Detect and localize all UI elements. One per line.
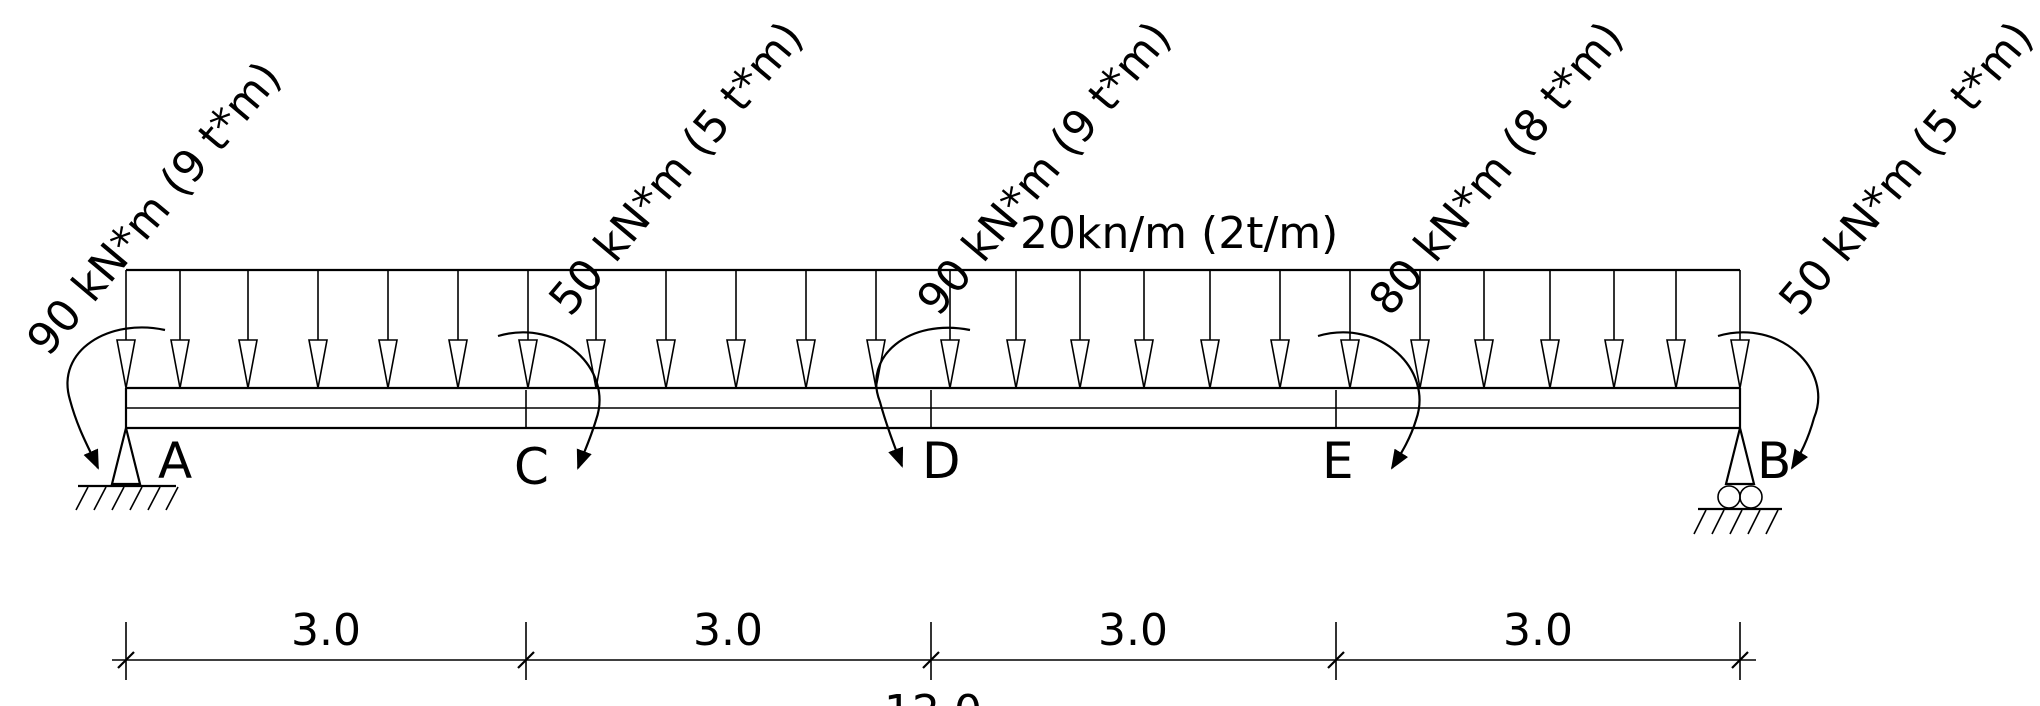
dimension-total: 12.0	[884, 686, 982, 706]
moment-arrow-d	[875, 326, 971, 468]
moment-label-b: 50 kN*m (5 t*m)	[1769, 12, 2040, 325]
load-arrow-head	[1270, 339, 1290, 389]
roller-support-b	[1693, 427, 1782, 535]
moment-label-c: 50 kN*m (5 t*m)	[539, 12, 813, 325]
point-label-c: C	[514, 438, 549, 496]
load-arrow-head	[1730, 339, 1750, 389]
load-arrow-head	[656, 339, 676, 389]
load-arrow-head	[170, 339, 190, 389]
moment-label-e: 80 kN*m (8 t*m)	[1359, 12, 1633, 325]
load-arrow-head	[1340, 339, 1360, 389]
load-arrow-head	[1604, 339, 1624, 389]
load-arrow-head	[726, 339, 746, 389]
distributed-load	[116, 268, 1750, 389]
load-arrow-head	[378, 339, 398, 389]
moment-label-d: 90 kN*m (9 t*m)	[907, 12, 1181, 325]
load-arrow-head	[1134, 339, 1154, 389]
load-arrow-head	[1200, 339, 1220, 389]
load-arrow-head	[1006, 339, 1026, 389]
load-arrow-head	[1410, 339, 1430, 389]
load-arrow-head	[1070, 339, 1090, 389]
load-arrow-head	[1666, 339, 1686, 389]
distributed-load-label: 20kn/m (2t/m)	[1020, 208, 1338, 259]
load-arrow-head	[448, 339, 468, 389]
load-arrow-head	[518, 339, 538, 389]
dimension-segment-2: 3.0	[693, 605, 763, 656]
moment-label-a: 90 kN*m (9 t*m)	[17, 52, 291, 365]
moment-arrow-e	[1317, 331, 1421, 470]
dimension-segment-1: 3.0	[291, 605, 361, 656]
point-label-d: D	[922, 432, 961, 490]
point-label-e: E	[1322, 432, 1354, 490]
support-label-a: A	[158, 432, 192, 490]
moment-arrow-a	[66, 326, 166, 470]
beam	[124, 386, 1742, 430]
load-arrow-head	[586, 339, 606, 389]
load-arrow-head	[940, 339, 960, 389]
load-arrow-head	[308, 339, 328, 389]
load-arrow-head	[116, 339, 136, 389]
moment-arrow-b	[1717, 331, 1820, 470]
dimension-segment-4: 3.0	[1503, 605, 1573, 656]
moment-arrow-c	[497, 331, 601, 470]
dimension-segment-3: 3.0	[1098, 605, 1168, 656]
support-label-b: B	[1757, 432, 1791, 490]
load-arrow-head	[1474, 339, 1494, 389]
load-arrow-head	[1540, 339, 1560, 389]
load-arrow-head	[238, 339, 258, 389]
pin-support-a	[75, 427, 179, 511]
dimension-line	[112, 622, 1756, 680]
load-arrow-head	[796, 339, 816, 389]
